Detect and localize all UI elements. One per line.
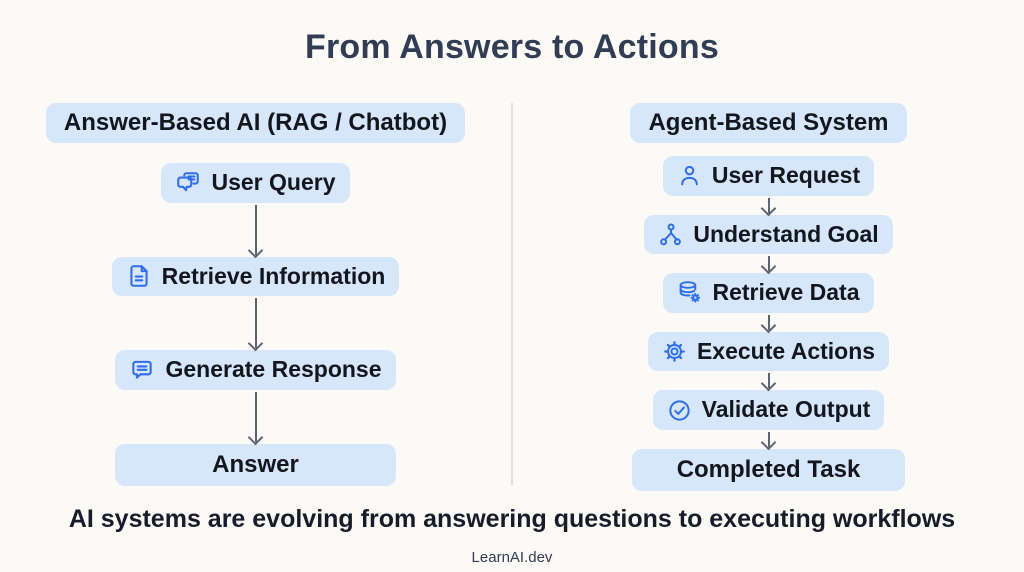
down-arrow (767, 314, 770, 330)
agent-based-column: Agent-Based System User Request Und (513, 103, 1024, 491)
down-arrow (254, 298, 257, 349)
step-label: Retrieve Information (161, 262, 386, 289)
step-user-request: User Request (662, 156, 875, 196)
message-lines-icon (129, 357, 155, 383)
answer-result-box: Answer (115, 443, 396, 486)
column-divider (511, 103, 513, 485)
user-icon (677, 163, 702, 188)
step-retrieve-information: Retrieve Information (111, 256, 400, 297)
document-icon (126, 263, 152, 289)
step-generate-response: Generate Response (115, 350, 396, 390)
network-nodes-icon (658, 222, 683, 247)
step-label: Retrieve Data (712, 279, 860, 306)
check-circle-icon (667, 398, 692, 423)
chat-bubbles-icon (175, 170, 201, 196)
step-label: Generate Response (165, 356, 382, 383)
answer-based-column: Answer-Based AI (RAG / Chatbot) User Que… (0, 103, 511, 486)
step-validate-output: Validate Output (652, 390, 885, 430)
database-gear-icon (677, 280, 702, 305)
down-arrow (767, 256, 770, 272)
tagline: AI systems are evolving from answering q… (68, 505, 956, 533)
footer-brand: LearnAI.dev (471, 549, 553, 566)
page-title: From Answers to Actions (305, 28, 719, 66)
step-execute-actions: Execute Actions (647, 331, 890, 372)
step-label: User Query (211, 169, 336, 195)
step-label: User Request (711, 162, 861, 188)
left-column-header: Answer-Based AI (RAG / Chatbot) (45, 103, 466, 143)
right-column-header: Agent-Based System (630, 103, 907, 143)
completed-task-result-box: Completed Task (632, 448, 905, 491)
down-arrow (254, 204, 257, 255)
step-understand-goal: Understand Goal (644, 214, 893, 255)
down-arrow (767, 431, 770, 447)
gear-icon (662, 339, 687, 364)
step-label: Understand Goal (693, 220, 879, 247)
down-arrow (254, 391, 257, 442)
down-arrow (767, 373, 770, 389)
down-arrow (767, 197, 770, 213)
step-user-query: User Query (161, 163, 350, 203)
step-label: Validate Output (701, 396, 871, 423)
step-retrieve-data: Retrieve Data (663, 273, 874, 313)
step-label: Execute Actions (696, 337, 876, 364)
